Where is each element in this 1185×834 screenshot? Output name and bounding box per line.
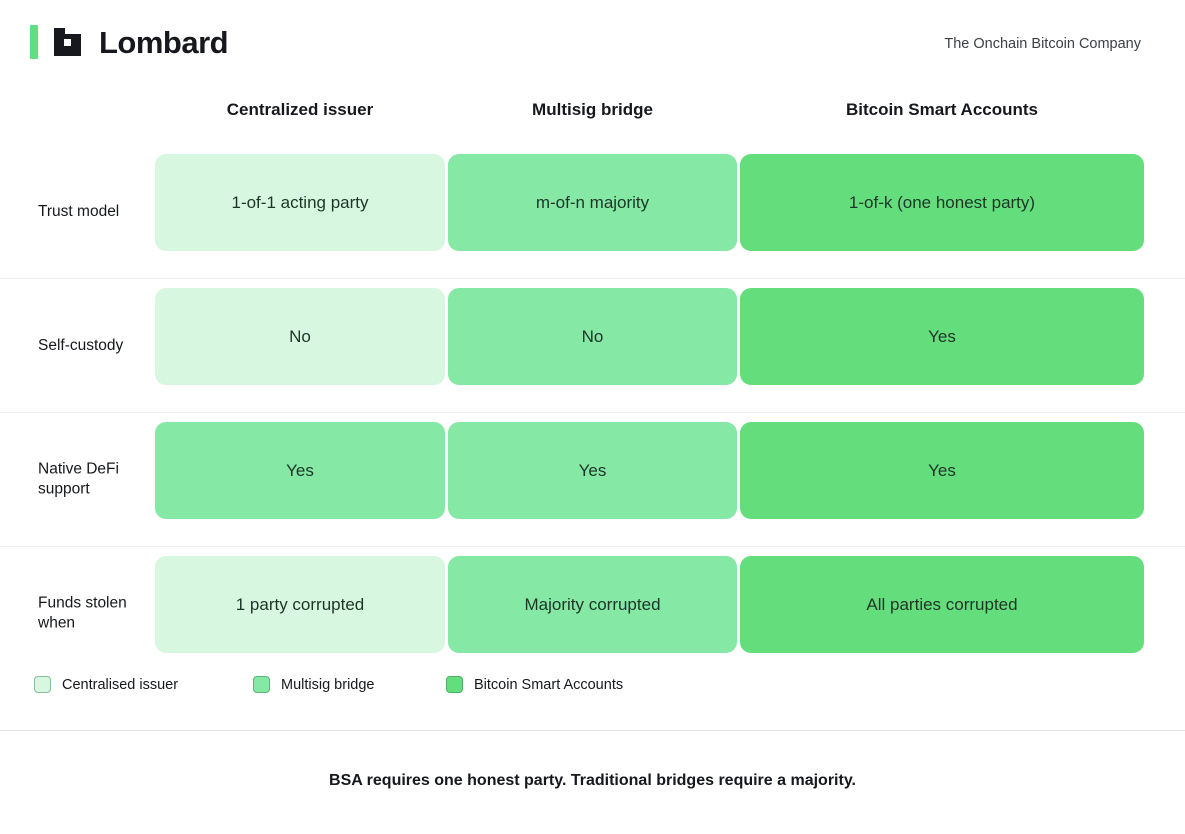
cell-native-defi-support-multisig-bridge: Yes	[448, 422, 737, 519]
column-headers: Centralized issuer Multisig bridge Bitco…	[0, 100, 1185, 132]
row-label-trust-model: Trust model	[38, 202, 120, 220]
header: Lombard The Onchain Bitcoin Company	[0, 0, 1185, 84]
row-cells: Yes Yes Yes	[0, 413, 1185, 546]
legend-item-centralised-issuer: Centralised issuer	[34, 676, 178, 693]
cell-trust-model-centralized-issuer: 1-of-1 acting party	[155, 154, 445, 251]
tagline: The Onchain Bitcoin Company	[944, 36, 1141, 52]
column-header-bitcoin-smart-accounts: Bitcoin Smart Accounts	[845, 100, 1039, 119]
table-row: Trust model 1-of-1 acting party m-of-n m…	[0, 145, 1185, 278]
lombard-b-mark-icon	[52, 26, 86, 58]
cell-funds-stolen-when-bitcoin-smart-accounts: All parties corrupted	[740, 556, 1144, 653]
legend-item-bitcoin-smart-accounts: Bitcoin Smart Accounts	[446, 676, 623, 693]
cell-native-defi-support-bitcoin-smart-accounts: Yes	[740, 422, 1144, 519]
legend: Centralised issuer Multisig bridge Bitco…	[0, 676, 1185, 714]
table-row: Funds stolen when 1 party corrupted Majo…	[0, 546, 1185, 680]
row-label-self-custody: Self-custody	[38, 336, 124, 354]
table-row: Native DeFi support Yes Yes Yes	[0, 412, 1185, 546]
legend-label: Centralised issuer	[62, 676, 179, 693]
column-header-multisig-bridge: Multisig bridge	[532, 100, 653, 119]
legend-swatch-icon	[34, 676, 51, 693]
footer-note: BSA requires one honest party. Tradition…	[329, 772, 856, 789]
row-label-native-defi-support: Native DeFi support	[38, 460, 119, 498]
table-row: Self-custody No No Yes	[0, 278, 1185, 412]
cell-funds-stolen-when-centralized-issuer: 1 party corrupted	[155, 556, 445, 653]
cell-self-custody-centralized-issuer: No	[155, 288, 445, 385]
cell-funds-stolen-when-multisig-bridge: Majority corrupted	[448, 556, 737, 653]
legend-swatch-icon	[253, 676, 270, 693]
cell-trust-model-multisig-bridge: m-of-n majority	[448, 154, 737, 251]
cell-self-custody-multisig-bridge: No	[448, 288, 737, 385]
legend-label: Bitcoin Smart Accounts	[474, 676, 624, 693]
brand-name: Lombard	[99, 24, 229, 60]
cell-native-defi-support-centralized-issuer: Yes	[155, 422, 445, 519]
column-header-centralized-issuer: Centralized issuer	[226, 100, 374, 119]
row-label-funds-stolen-when: Funds stolen when	[38, 594, 127, 632]
footer-divider	[0, 730, 1185, 731]
row-cells: 1-of-1 acting party m-of-n majority 1-of…	[0, 145, 1185, 278]
legend-swatch-icon	[446, 676, 463, 693]
row-cells: 1 party corrupted Majority corrupted All…	[0, 547, 1185, 680]
cell-trust-model-bitcoin-smart-accounts: 1-of-k (one honest party)	[740, 154, 1144, 251]
row-cells: No No Yes	[0, 279, 1185, 412]
legend-item-multisig-bridge: Multisig bridge	[253, 676, 375, 693]
legend-label: Multisig bridge	[281, 676, 375, 693]
brand-lockup: Lombard	[30, 24, 229, 60]
brand-accent-bar	[30, 25, 38, 59]
comparison-rows: Trust model 1-of-1 acting party m-of-n m…	[0, 145, 1185, 680]
cell-self-custody-bitcoin-smart-accounts: Yes	[740, 288, 1144, 385]
